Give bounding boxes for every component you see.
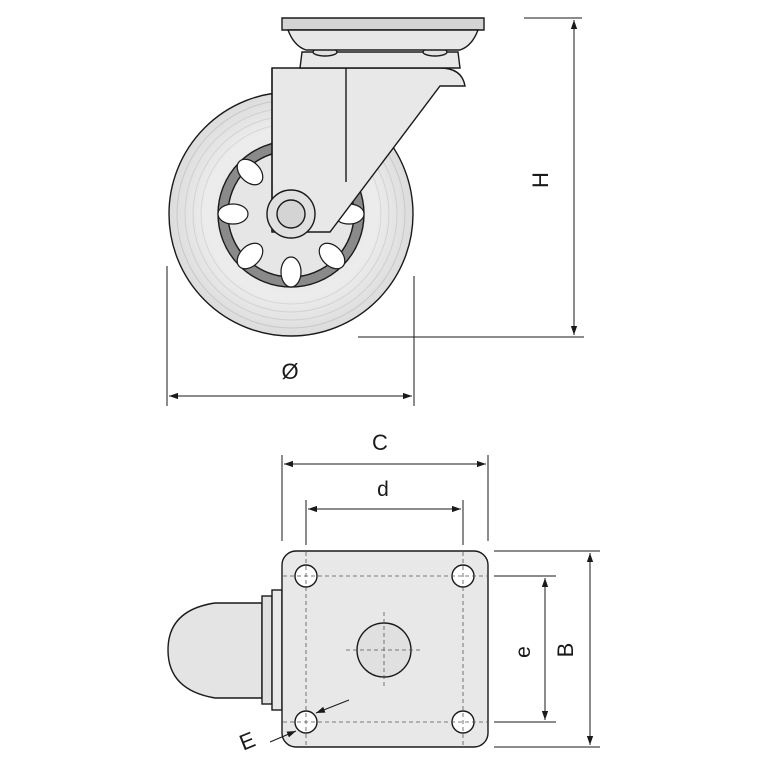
axle-icon — [276, 199, 306, 229]
center-lines — [283, 552, 487, 746]
dimension-B — [494, 550, 600, 748]
dimension-H — [358, 17, 584, 338]
dimension-E — [269, 699, 350, 743]
top-plate — [281, 17, 485, 51]
wheel-top-profile — [167, 602, 263, 699]
fork-bracket — [266, 47, 466, 239]
fork-side-block — [261, 595, 273, 705]
dimension-d — [305, 500, 464, 545]
dimension-diameter — [166, 266, 415, 406]
swivel-ring — [299, 51, 461, 69]
dimension-d-label: d — [377, 478, 389, 501]
dimension-diameter-label: Ø — [281, 359, 298, 384]
caster-side-view — [168, 17, 485, 337]
dimension-e-label: e — [512, 646, 535, 658]
dimension-H-label: H — [528, 172, 553, 188]
dimension-e — [494, 575, 556, 723]
dimension-E-label: E — [236, 727, 259, 756]
dimension-B-label: B — [553, 643, 578, 658]
dimension-C-label: C — [372, 430, 388, 455]
dimension-C — [281, 455, 489, 541]
caster-top-view — [167, 550, 489, 748]
